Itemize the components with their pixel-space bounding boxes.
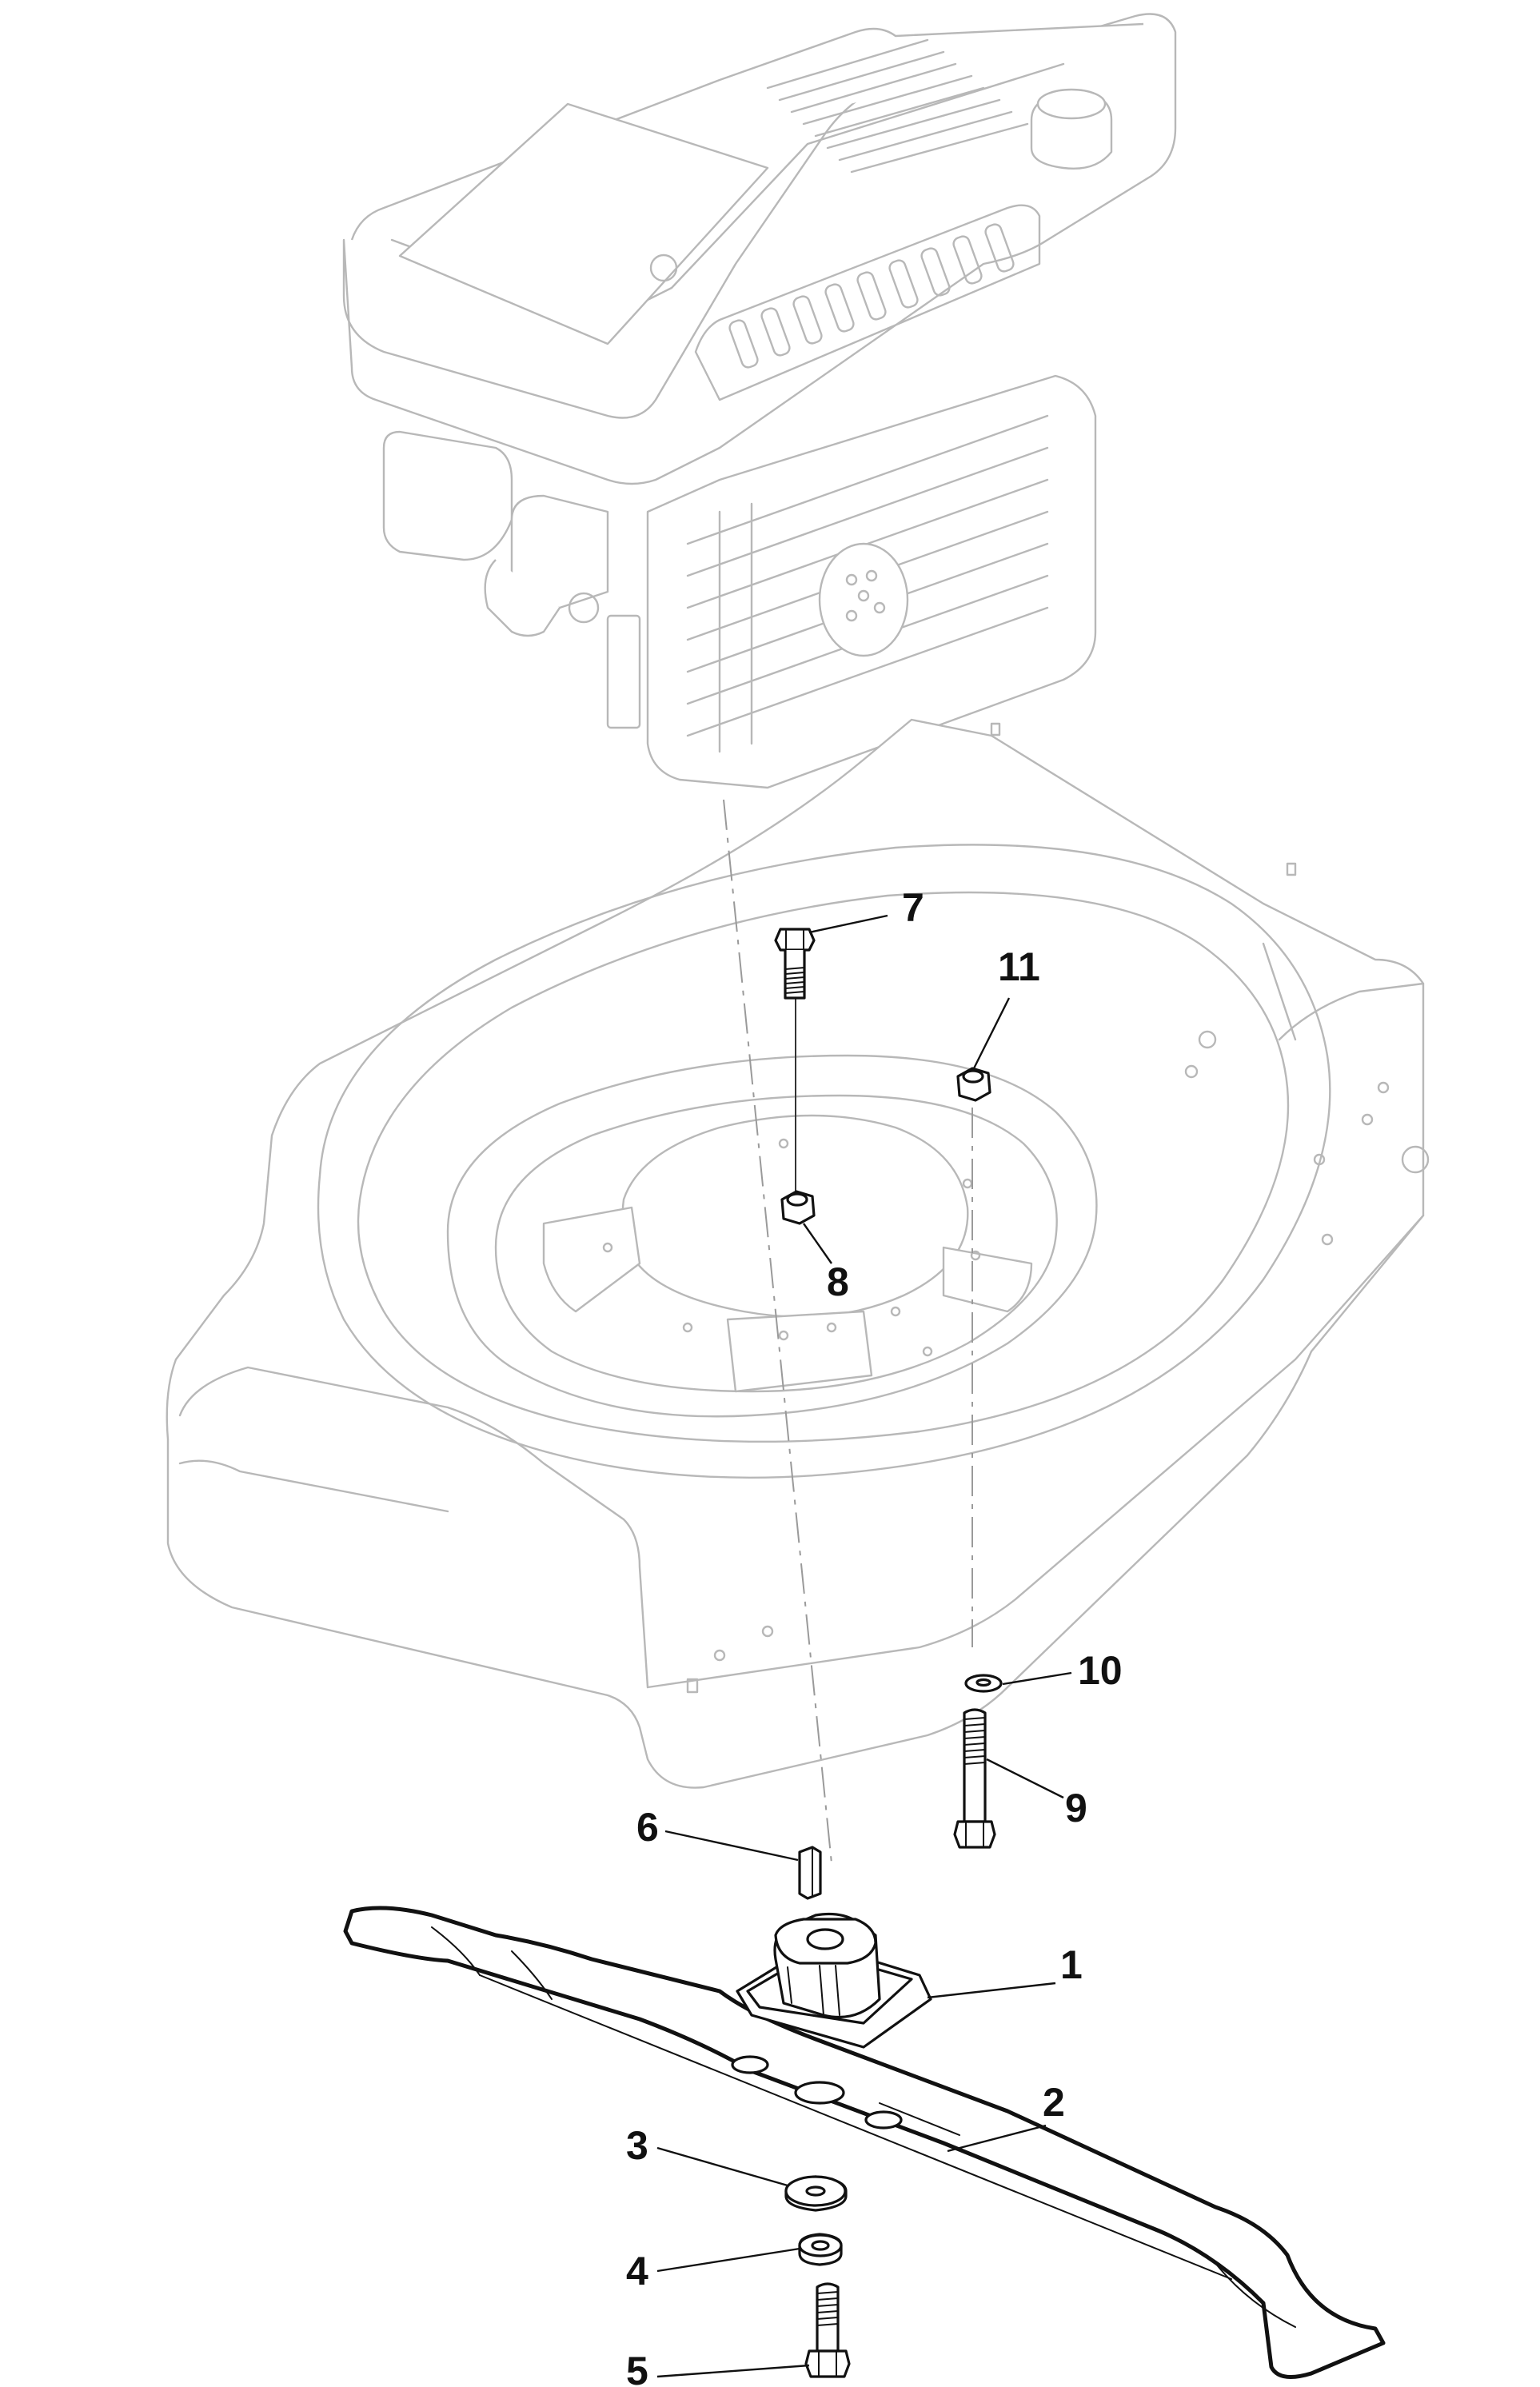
assembly-axes [723, 799, 973, 1864]
washer-icon [784, 2175, 848, 2212]
bolt-icon [774, 928, 816, 1000]
washer-icon [964, 1674, 1003, 1693]
callout-4: 4 [626, 2249, 648, 2293]
leader-lines [656, 914, 1072, 2378]
callout-5: 5 [626, 2349, 648, 2387]
washer-icon [798, 2233, 843, 2266]
nut-icon [956, 1067, 991, 1102]
key-icon [798, 1846, 822, 1900]
callout-1: 1 [1060, 1942, 1083, 1987]
mower-deck-icon [166, 718, 1430, 1789]
callout-labels: 7 11 8 10 9 6 1 2 3 4 5 [626, 885, 1123, 2387]
callout-7: 7 [902, 885, 924, 930]
bolt-icon [953, 1708, 996, 1849]
callout-3: 3 [626, 2123, 648, 2168]
callout-10: 10 [1078, 1648, 1123, 1693]
callout-6: 6 [636, 1805, 659, 1850]
callout-9: 9 [1065, 1786, 1087, 1830]
bolt-icon [804, 2282, 851, 2378]
callout-8: 8 [827, 1259, 849, 1304]
blade-adapter-icon [736, 1912, 932, 2049]
callout-11: 11 [998, 944, 1040, 989]
blade-icon [343, 1906, 1386, 2379]
engine-icon [342, 13, 1177, 789]
callout-2: 2 [1043, 2080, 1065, 2125]
nut-icon [780, 1190, 816, 1225]
